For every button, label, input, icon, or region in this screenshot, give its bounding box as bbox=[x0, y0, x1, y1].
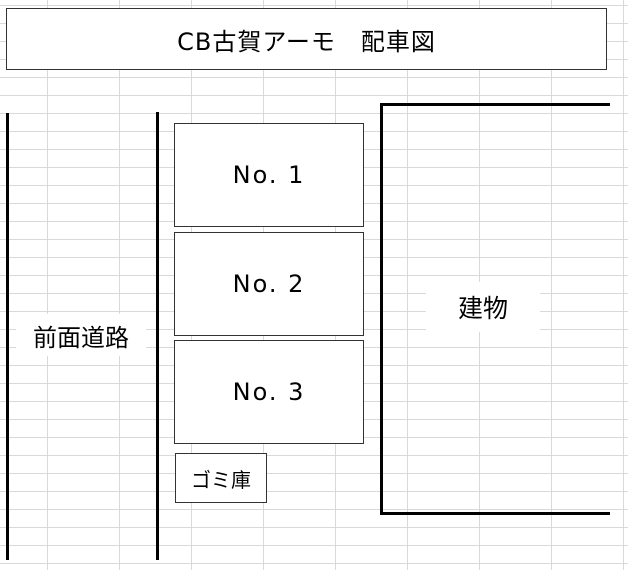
building-left-edge bbox=[380, 103, 383, 515]
diagram-title: CB古賀アーモ 配車図 bbox=[6, 8, 607, 70]
parking-space-2: No. 2 bbox=[174, 232, 364, 336]
building-top-edge bbox=[380, 103, 610, 106]
road-left-edge bbox=[6, 113, 9, 560]
road-label: 前面道路 bbox=[16, 314, 146, 356]
trash-storage: ゴミ庫 bbox=[175, 453, 267, 503]
parking-space-3: No. 3 bbox=[174, 340, 364, 444]
parking-space-1: No. 1 bbox=[174, 123, 364, 227]
building-bottom-edge bbox=[380, 512, 610, 515]
road-right-edge bbox=[156, 112, 159, 560]
building-label: 建物 bbox=[426, 282, 540, 332]
